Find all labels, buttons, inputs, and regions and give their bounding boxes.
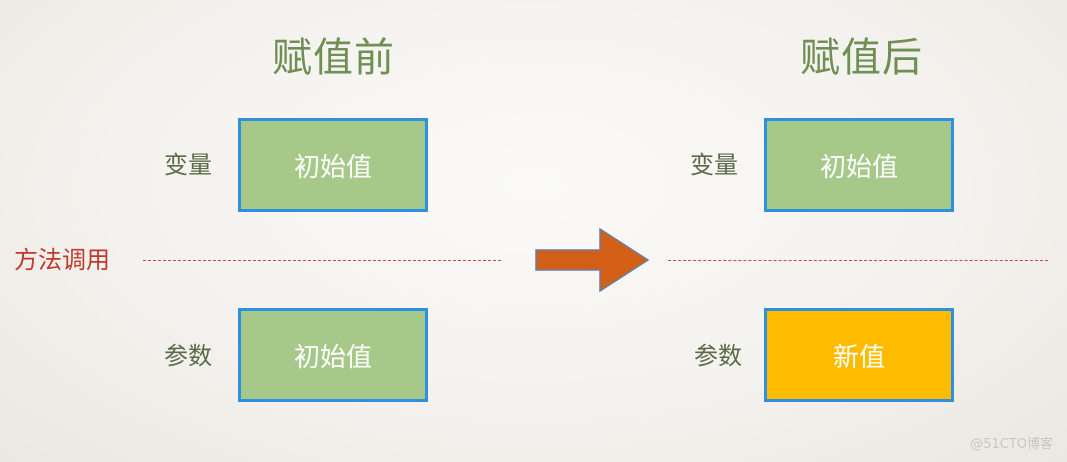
after-param-label: 参数 [694,342,742,370]
after-title: 赋值后 [800,35,923,81]
watermark: @51CTO博客 [970,437,1053,452]
after-variable-box: 初始值 [764,118,954,212]
left-divider-line [143,260,501,261]
method-call-label: 方法调用 [14,246,110,274]
after-variable-label: 变量 [690,151,738,179]
before-variable-label: 变量 [164,151,212,179]
right-divider-line [668,260,1048,261]
before-param-label: 参数 [164,342,212,370]
after-param-box: 新值 [764,308,954,402]
right-arrow-icon [535,227,650,293]
before-variable-box: 初始值 [238,118,428,212]
before-param-box: 初始值 [238,308,428,402]
before-title: 赋值前 [272,35,395,81]
